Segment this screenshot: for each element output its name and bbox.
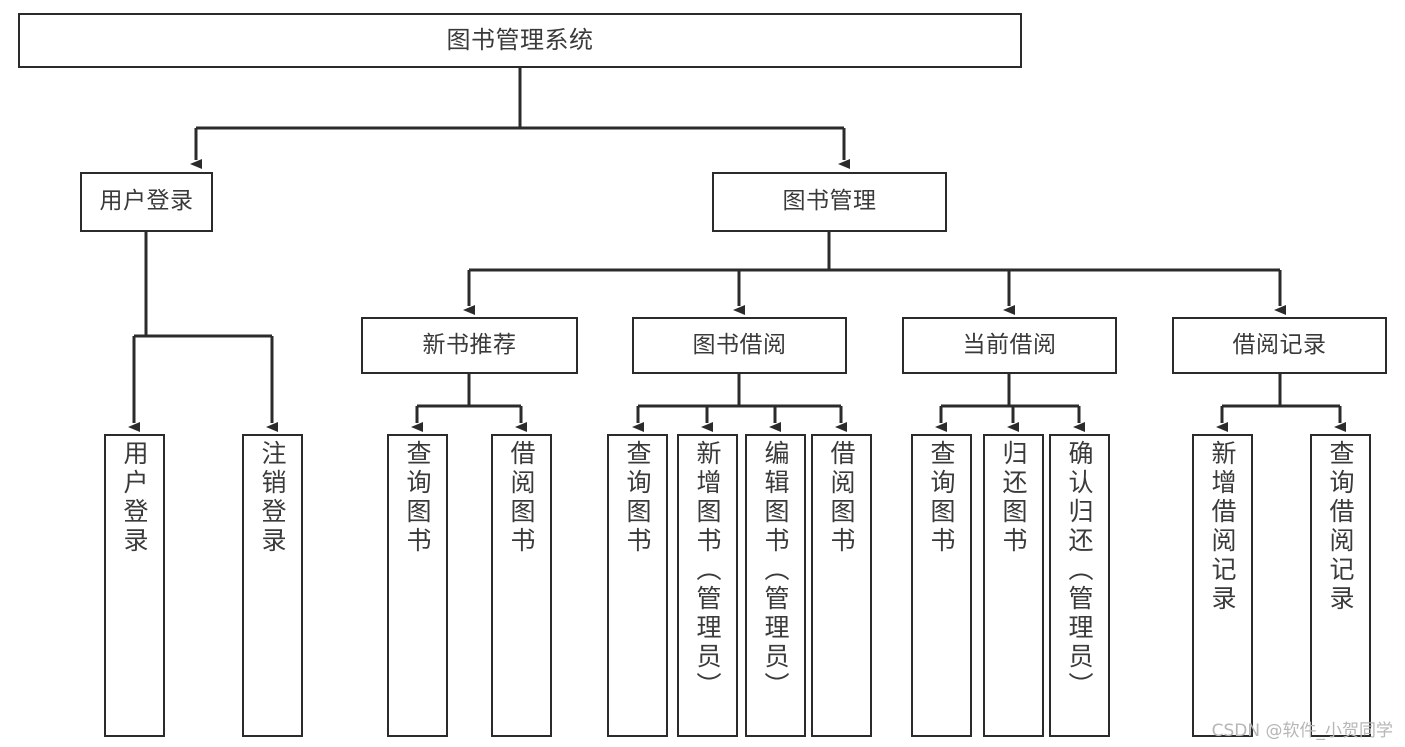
node-leaf-query-book-1[interactable]: 查询图书 — [387, 434, 448, 737]
node-leaf-confirm-return[interactable]: 确认归还（管理员） — [1049, 434, 1110, 737]
node-label: 借阅记录 — [1232, 331, 1327, 358]
node-leaf-borrow-book-2[interactable]: 借阅图书 — [811, 434, 872, 737]
node-leaf-add-book[interactable]: 新增图书（管理员） — [677, 434, 738, 737]
node-label: 查询图书 — [623, 440, 652, 556]
node-new-book-recommend[interactable]: 新书推荐 — [361, 317, 578, 374]
node-label: 新书推荐 — [422, 331, 517, 358]
node-label: 归还图书 — [999, 440, 1028, 556]
node-leaf-query-book-2[interactable]: 查询图书 — [607, 434, 668, 737]
node-label: 查询借阅记录 — [1326, 440, 1355, 614]
node-leaf-user-logout[interactable]: 注销登录 — [242, 434, 303, 737]
node-label: 用户登录 — [120, 440, 149, 556]
node-label: 借阅图书 — [507, 440, 536, 556]
node-label: 查询图书 — [403, 440, 432, 556]
node-label: 图书管理 — [782, 188, 877, 215]
csdn-watermark: CSDN @软件_小贺同学 — [1211, 721, 1393, 741]
node-label: 借阅图书 — [827, 440, 856, 556]
node-label: 注销登录 — [258, 440, 287, 556]
node-label: 新增图书（管理员） — [693, 440, 722, 701]
node-label: 查询图书 — [927, 440, 956, 556]
node-current-borrow[interactable]: 当前借阅 — [902, 317, 1117, 374]
node-label: 用户登录 — [99, 188, 194, 215]
node-label: 新增借阅记录 — [1208, 440, 1237, 614]
node-leaf-user-login[interactable]: 用户登录 — [104, 434, 165, 737]
node-label: 图书借阅 — [692, 331, 787, 358]
node-label: 确认归还（管理员） — [1065, 440, 1094, 701]
node-book-borrow[interactable]: 图书借阅 — [632, 317, 847, 374]
node-leaf-edit-book[interactable]: 编辑图书（管理员） — [745, 434, 806, 737]
node-leaf-add-record[interactable]: 新增借阅记录 — [1192, 434, 1253, 737]
node-leaf-borrow-book-1[interactable]: 借阅图书 — [491, 434, 552, 737]
node-label: 图书管理系统 — [446, 26, 594, 55]
node-label: 当前借阅 — [962, 331, 1057, 358]
node-root-system[interactable]: 图书管理系统 — [18, 13, 1022, 68]
node-borrow-record[interactable]: 借阅记录 — [1172, 317, 1387, 374]
node-book-manage[interactable]: 图书管理 — [712, 172, 947, 232]
node-leaf-query-record[interactable]: 查询借阅记录 — [1310, 434, 1371, 737]
node-leaf-return-book[interactable]: 归还图书 — [983, 434, 1044, 737]
node-leaf-query-book-3[interactable]: 查询图书 — [911, 434, 972, 737]
node-user-login[interactable]: 用户登录 — [80, 172, 213, 232]
node-label: 编辑图书（管理员） — [761, 440, 790, 701]
